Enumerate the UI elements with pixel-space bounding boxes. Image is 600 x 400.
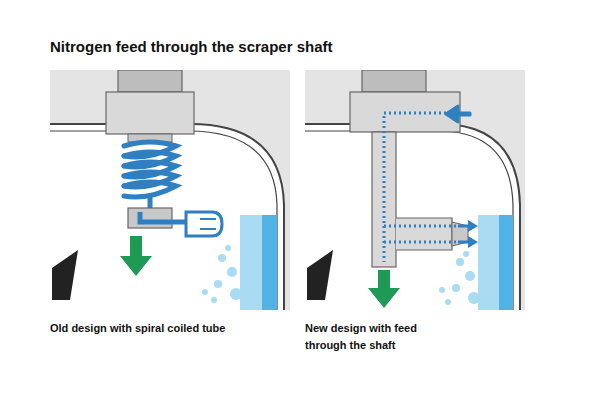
panel-caption: Old design with spiral coiled tube xyxy=(50,320,225,337)
coil-winding xyxy=(124,182,176,197)
diagram-title: Nitrogen feed through the scraper shaft xyxy=(50,38,333,55)
panel-caption: New design with feed through the shaft xyxy=(305,320,445,354)
